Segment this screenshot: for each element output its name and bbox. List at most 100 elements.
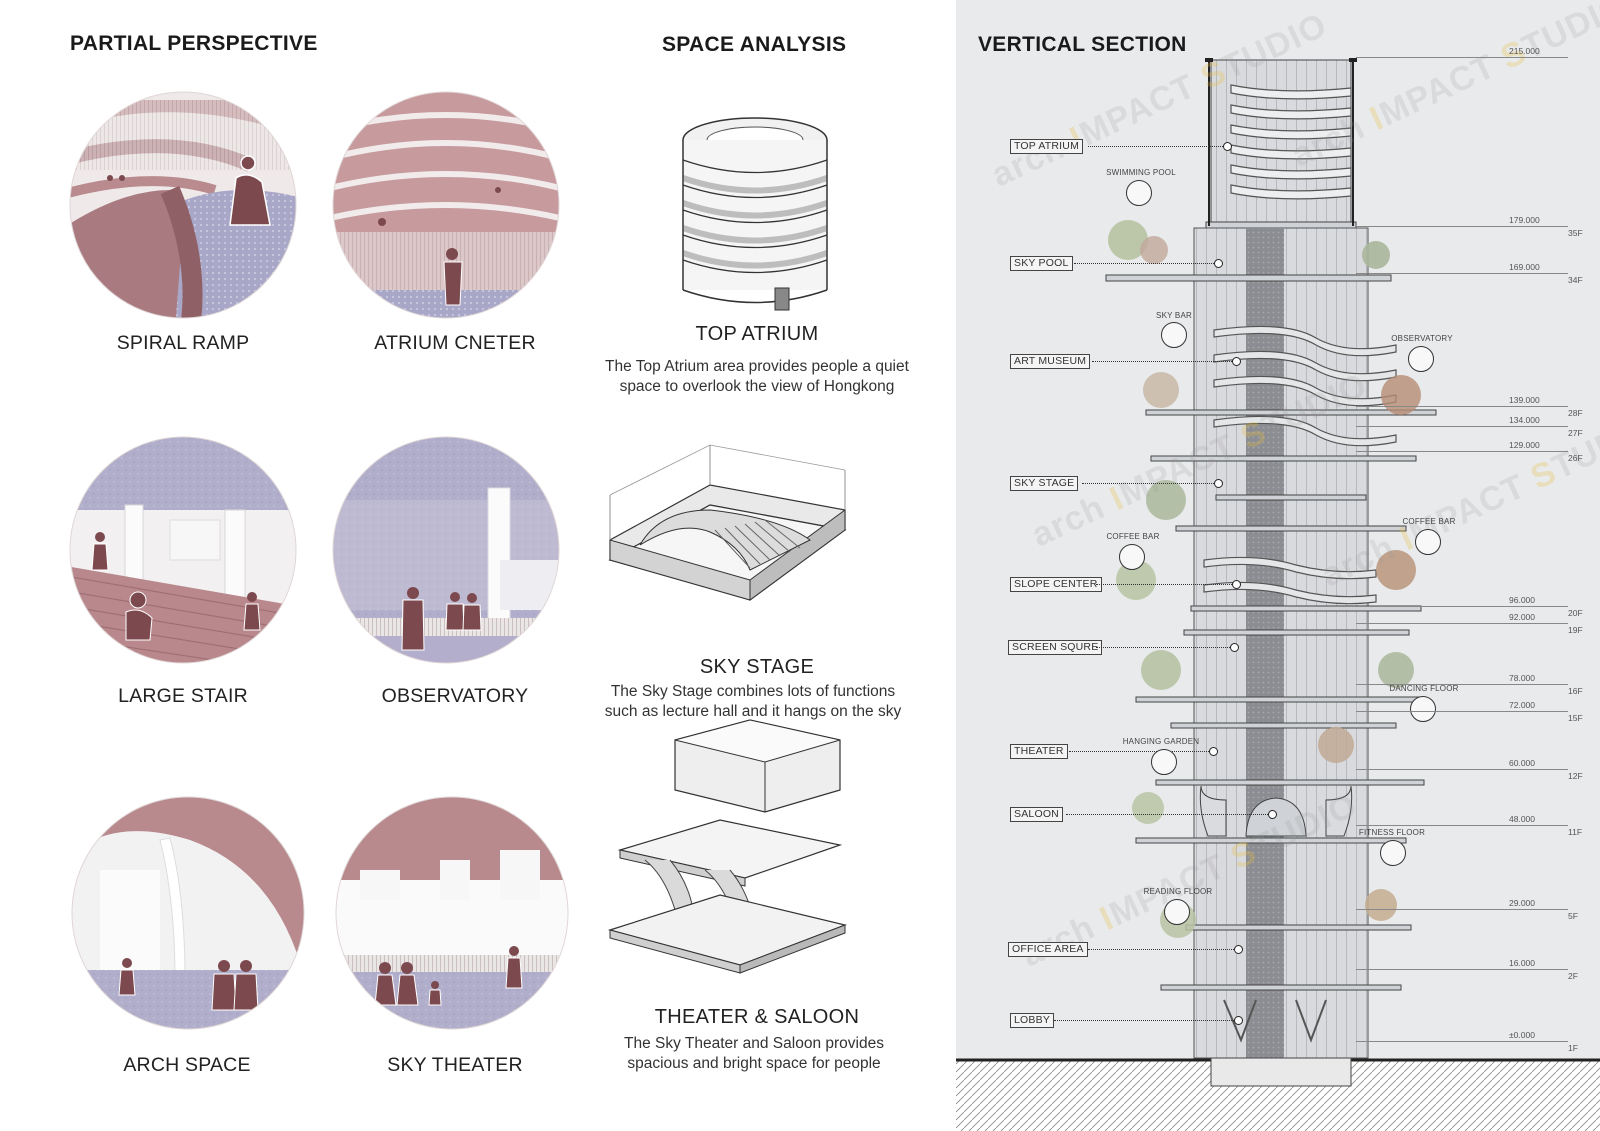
level-elevation: 96.000 <box>1509 595 1535 605</box>
level-elevation: 48.000 <box>1509 814 1535 824</box>
level-line <box>1356 606 1568 607</box>
function-tag: DANCING FLOOR <box>1389 684 1459 693</box>
leader-dot <box>1214 479 1223 488</box>
level-elevation: 215.000 <box>1509 46 1540 56</box>
perspective-label: LARGE STAIR <box>118 685 248 707</box>
level-floor: 34F <box>1568 275 1583 285</box>
level-floor: 19F <box>1568 625 1583 635</box>
section-label-saloon: SALOON <box>1010 807 1063 822</box>
function-tag: READING FLOOR <box>1143 887 1213 896</box>
large-stair-vignette <box>70 437 296 663</box>
level-floor: 12F <box>1568 771 1583 781</box>
level-elevation: 129.000 <box>1509 440 1540 450</box>
leader-line <box>1082 483 1214 484</box>
dancer-icon <box>1410 696 1436 722</box>
level-elevation: 134.000 <box>1509 415 1540 425</box>
function-tag: COFFEE BAR <box>1402 517 1456 526</box>
perspective-label: ATRIUM CNETER <box>374 332 536 354</box>
level-elevation: 60.000 <box>1509 758 1535 768</box>
level-line <box>1356 273 1568 274</box>
perspective-vignettes <box>69 91 569 1030</box>
function-tag: OBSERVATORY <box>1391 334 1453 343</box>
level-floor: 27F <box>1568 428 1583 438</box>
telescope-icon <box>1408 346 1434 372</box>
space-title: TOP ATRIUM <box>695 323 819 345</box>
level-floor: 28F <box>1568 408 1583 418</box>
level-floor: 5F <box>1568 911 1578 921</box>
leader-dot <box>1209 747 1218 756</box>
leader-dot <box>1223 142 1232 151</box>
perspective-label: OBSERVATORY <box>381 685 529 707</box>
level-floor: 35F <box>1568 228 1583 238</box>
level-elevation: 78.000 <box>1509 673 1535 683</box>
level-line <box>1356 406 1568 407</box>
perspective-label: SPIRAL RAMP <box>116 332 250 354</box>
space-description: The Top Atrium area provides people a qu… <box>605 358 909 375</box>
level-line <box>1356 57 1568 58</box>
function-tag: SKY BAR <box>1156 311 1192 320</box>
space-title: SKY STAGE <box>699 656 815 678</box>
leader-dot <box>1268 810 1277 819</box>
function-tag: COFFEE BAR <box>1106 532 1160 541</box>
level-line <box>1356 426 1568 427</box>
section-label-theater: THEATER <box>1010 744 1068 759</box>
section-label-lobby: LOBBY <box>1010 1013 1055 1028</box>
leader-line <box>1096 647 1230 648</box>
level-elevation: ±0.000 <box>1509 1030 1535 1040</box>
leader-line <box>1088 949 1234 950</box>
top-atrium-axonometric <box>682 117 828 311</box>
level-line <box>1356 684 1568 685</box>
leader-dot <box>1230 643 1239 652</box>
level-floor: 16F <box>1568 686 1583 696</box>
atrium-center-vignette <box>333 92 559 318</box>
coffee-cup-icon <box>1119 544 1145 570</box>
leader-line <box>1092 361 1232 362</box>
sky-stage-axonometric <box>608 444 847 601</box>
section-label-top-atrium: TOP ATRIUM <box>1010 139 1084 154</box>
level-floor: 20F <box>1568 608 1583 618</box>
function-tag: HANGING GARDEN <box>1122 737 1200 746</box>
section-label-sky-stage: SKY STAGE <box>1010 476 1079 491</box>
level-line <box>1356 1041 1568 1042</box>
level-elevation: 139.000 <box>1509 395 1540 405</box>
level-line <box>1356 969 1568 970</box>
coffee-cup-icon <box>1415 529 1441 555</box>
perspective-label: ARCH SPACE <box>123 1054 251 1076</box>
section-label-sky-pool: SKY POOL <box>1010 256 1073 271</box>
space-analysis-drawings <box>607 117 848 974</box>
vertical-section-panel: arch IMPACT STUDIO arch IMPACT STUDIO ar… <box>956 0 1600 1131</box>
arch-space-vignette <box>72 797 304 1029</box>
function-tag: FITNESS FLOOR <box>1358 828 1426 837</box>
level-elevation: 16.000 <box>1509 958 1535 968</box>
space-title: THEATER & SALOON <box>654 1006 860 1028</box>
leader-dot <box>1214 259 1223 268</box>
space-description: such as lecture hall and it hangs on the… <box>604 703 902 720</box>
section-label-office-area: OFFICE AREA <box>1008 942 1088 957</box>
function-tag: SWIMMING POOL <box>1106 168 1176 177</box>
observatory-vignette <box>333 437 559 663</box>
spiral-ramp-vignette <box>70 92 296 318</box>
space-description: The Sky Theater and Saloon provides <box>624 1035 884 1052</box>
leader-dot <box>1232 580 1241 589</box>
perspective-label: SKY THEATER <box>387 1054 523 1076</box>
section-label-art-museum: ART MUSEUM <box>1010 354 1091 369</box>
sky-theater-vignette <box>336 797 568 1029</box>
tree-icon <box>1151 749 1177 775</box>
leader-line <box>1066 814 1268 815</box>
level-line <box>1356 711 1568 712</box>
level-line <box>1356 769 1568 770</box>
level-elevation: 29.000 <box>1509 898 1535 908</box>
level-elevation: 179.000 <box>1509 215 1540 225</box>
leader-dot <box>1232 357 1241 366</box>
leader-line <box>1069 751 1209 752</box>
theater-saloon-axonometric <box>607 719 848 974</box>
level-floor: 1F <box>1568 1043 1578 1053</box>
level-floor: 2F <box>1568 971 1578 981</box>
section-label-slope-center: SLOPE CENTER <box>1010 577 1102 592</box>
level-floor: 26F <box>1568 453 1583 463</box>
swimmer-icon <box>1126 180 1152 206</box>
cocktail-icon <box>1161 322 1187 348</box>
leader-dot <box>1234 1016 1243 1025</box>
level-floor: 15F <box>1568 713 1583 723</box>
